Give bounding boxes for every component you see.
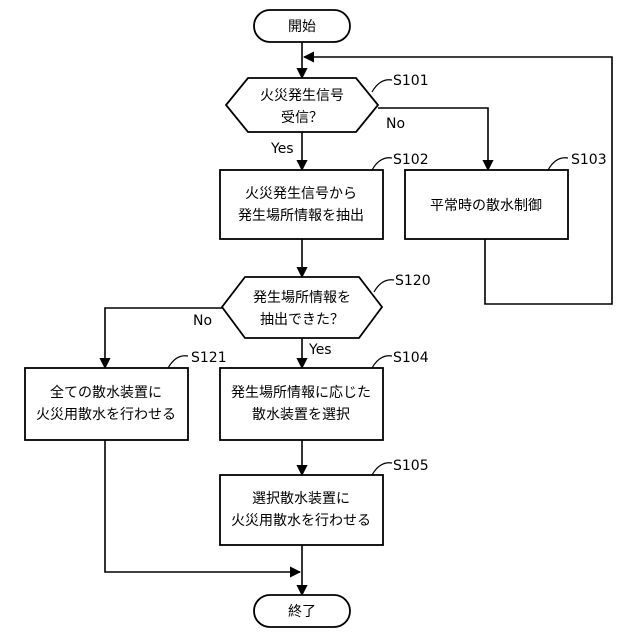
s104-label-line1: 発生場所情報に応じた [231, 385, 371, 401]
s101-no-label: No [386, 116, 405, 132]
s101-yes-label: Yes [270, 141, 294, 157]
s103-leader [548, 158, 568, 170]
s104-step-label: S104 [393, 350, 429, 366]
s105-label-line1: 選択散水装置に [252, 491, 350, 507]
s121-label-line2: 火災用散水を行わせる [36, 407, 176, 423]
s101-label-line1: 火災発生信号 [260, 88, 344, 104]
s102-step-label: S102 [393, 152, 429, 168]
s102-label-line1: 火災発生信号から [245, 186, 357, 202]
s101-step-label: S101 [393, 73, 429, 89]
process-s104: 発生場所情報に応じた 散水装置を選択 [220, 368, 383, 440]
decision-s101: 火災発生信号 受信？ [226, 78, 378, 132]
s120-no-label: No [193, 313, 212, 329]
process-s121: 全ての散水装置に 火災用散水を行わせる [25, 368, 188, 440]
s105-leader [372, 463, 392, 475]
end-label: 終了 [288, 604, 316, 620]
s101-label-line2: 受信？ [281, 110, 323, 126]
s103-step-label: S103 [571, 152, 607, 168]
s120-leader [374, 280, 394, 292]
s120-label-line2: 抽出できた？ [260, 312, 344, 328]
decision-s120: 発生場所情報を 抽出できた？ [222, 277, 382, 338]
process-s105: 選択散水装置に 火災用散水を行わせる [220, 475, 383, 545]
s105-step-label: S105 [393, 458, 429, 474]
s121-step-label: S121 [191, 350, 227, 366]
s121-label-line1: 全ての散水装置に [50, 384, 162, 401]
s121-leader [168, 356, 188, 368]
s102-leader [372, 158, 392, 170]
s101-leader [372, 80, 392, 92]
start-terminal: 開始 [254, 10, 350, 42]
start-label: 開始 [288, 19, 316, 35]
s104-leader [372, 356, 392, 368]
s120-label-line1: 発生場所情報を [253, 290, 351, 306]
process-s103: 平常時の散水制御 [405, 170, 568, 239]
s120-step-label: S120 [395, 273, 431, 289]
end-terminal: 終了 [254, 595, 350, 627]
s120-yes-label: Yes [308, 342, 332, 358]
s102-label-line2: 発生場所情報を抽出 [238, 208, 364, 224]
s103-label: 平常時の散水制御 [430, 198, 542, 214]
process-s102: 火災発生信号から 発生場所情報を抽出 [220, 170, 383, 239]
s105-label-line2: 火災用散水を行わせる [231, 513, 371, 529]
s104-label-line2: 散水装置を選択 [252, 407, 350, 423]
